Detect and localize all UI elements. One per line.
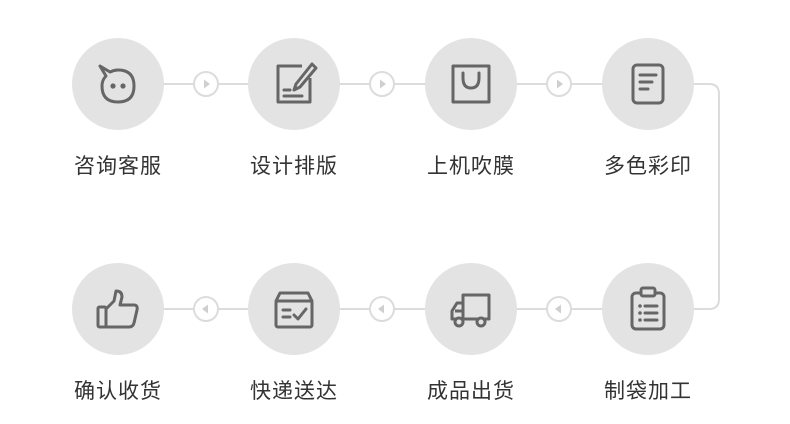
delivered-box-icon	[274, 291, 314, 329]
step-circle	[602, 263, 694, 355]
step-label: 设计排版	[250, 154, 338, 178]
step-label: 确认收货	[74, 379, 162, 403]
edit-note-icon	[276, 62, 318, 104]
step-circle	[425, 38, 517, 130]
step-label: 快递送达	[250, 379, 338, 403]
step-label: 制袋加工	[604, 379, 692, 403]
step-circle	[72, 263, 164, 355]
step-circle	[602, 38, 694, 130]
clipboard-list-icon	[630, 286, 666, 331]
chat-face-icon	[98, 64, 136, 104]
step-consult: 咨询客服	[58, 38, 178, 180]
step-label: 成品出货	[427, 379, 515, 403]
thumbs-up-icon	[96, 289, 139, 329]
step-label: 上机吹膜	[427, 154, 515, 178]
step-circle	[72, 38, 164, 130]
step-film-blowing: 上机吹膜	[411, 38, 531, 180]
arrow-left-icon	[369, 296, 395, 322]
step-circle	[425, 263, 517, 355]
step-label: 咨询客服	[74, 154, 162, 178]
step-color-print: 多色彩印	[588, 38, 708, 180]
step-circle	[248, 263, 340, 355]
connector-turn	[648, 83, 720, 310]
shopping-bag-icon	[451, 64, 491, 104]
arrow-right-icon	[369, 71, 395, 97]
arrow-left-icon	[546, 296, 572, 322]
arrow-right-icon	[546, 71, 572, 97]
step-confirm-receipt: 确认收货	[58, 263, 178, 405]
arrow-right-icon	[193, 71, 219, 97]
truck-icon	[450, 293, 491, 328]
step-circle	[248, 38, 340, 130]
step-bag-making: 制袋加工	[588, 263, 708, 405]
arrow-left-icon	[193, 296, 219, 322]
step-express-delivery: 快递送达	[234, 263, 354, 405]
step-design: 设计排版	[234, 38, 354, 180]
step-shipping: 成品出货	[411, 263, 531, 405]
step-label: 多色彩印	[604, 154, 692, 178]
document-icon	[631, 63, 665, 105]
